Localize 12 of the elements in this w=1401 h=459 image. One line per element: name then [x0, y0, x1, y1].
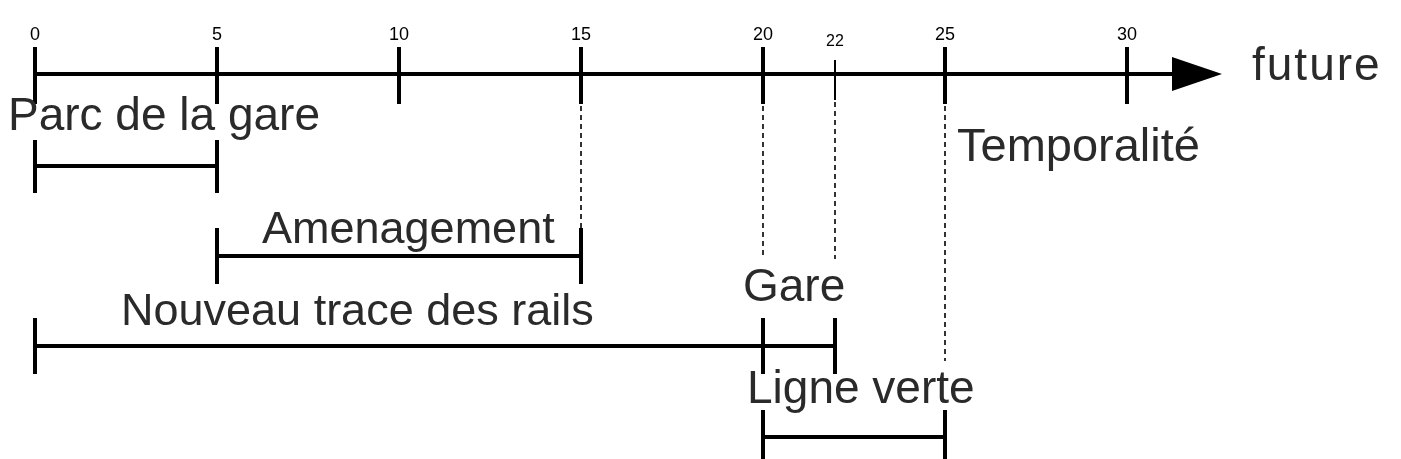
tick-label: 0: [30, 25, 40, 43]
axis-end-label: future: [1252, 41, 1382, 87]
tick-label: 10: [389, 25, 409, 43]
bar-label: Amenagement: [262, 205, 555, 250]
tick-label: 25: [935, 25, 955, 43]
tick-label: 20: [753, 25, 773, 43]
tick-label: 5: [212, 25, 222, 43]
tick-label: 15: [571, 25, 591, 43]
bar-label: Nouveau trace des rails: [121, 287, 594, 332]
bar-label: Gare: [743, 262, 846, 308]
tick-label: 30: [1117, 25, 1137, 43]
tick-label: 22: [826, 33, 844, 49]
